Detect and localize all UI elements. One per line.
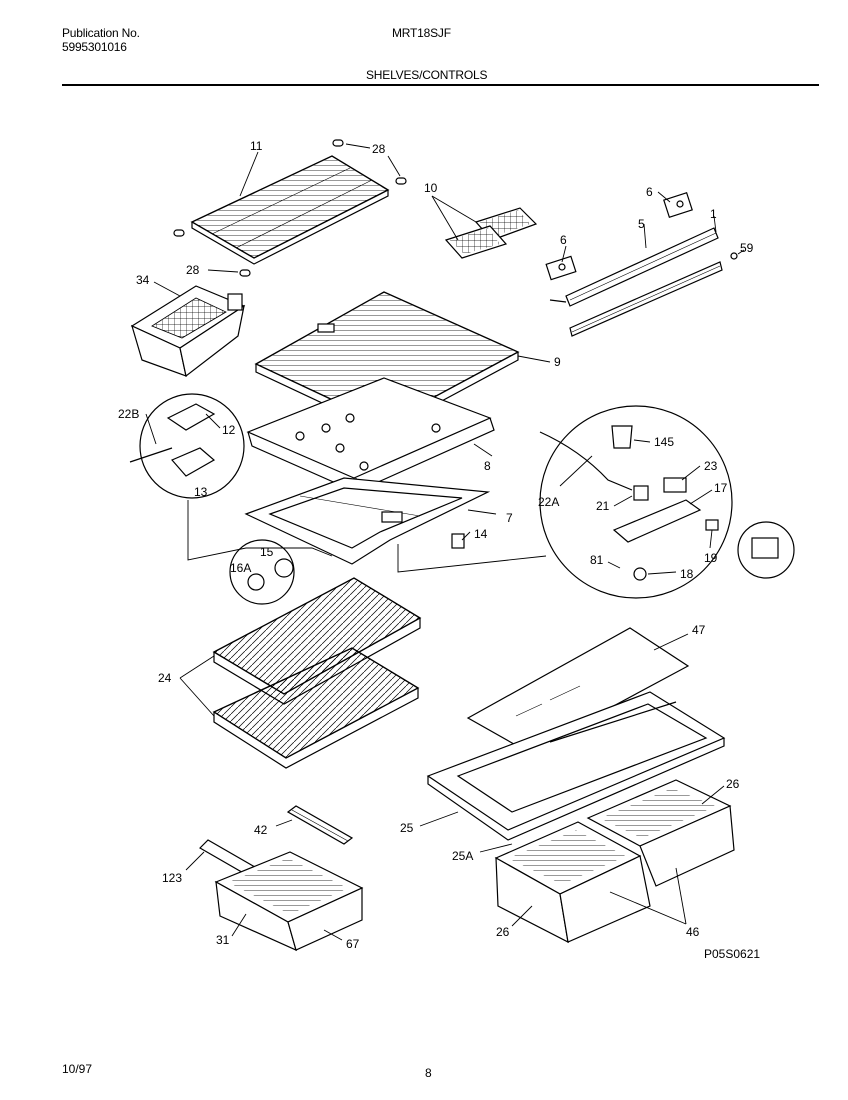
callout-22B: 22B [118, 407, 139, 421]
callout-26: 26 [726, 777, 740, 791]
callout-23: 23 [704, 459, 718, 473]
callout-47: 47 [692, 623, 706, 637]
callout-67: 67 [346, 937, 360, 951]
callout-42: 42 [254, 823, 268, 837]
crisper-glass-cover [466, 627, 690, 753]
publication-number: 5995301016 [62, 40, 127, 54]
callout-24: 24 [158, 671, 172, 685]
model-number: MRT18SJF [392, 26, 451, 40]
callout-28: 28 [372, 142, 386, 156]
callout-12: 12 [222, 423, 236, 437]
callout-25: 25 [400, 821, 414, 835]
callout-11: 11 [250, 139, 263, 153]
callout-17: 17 [714, 481, 728, 495]
divider-plate [246, 377, 495, 501]
section-title: SHELVES/CONTROLS [366, 68, 488, 82]
callout-7: 7 [506, 511, 513, 525]
publication-label: Publication No. [62, 26, 140, 40]
callout-19: 19 [704, 551, 718, 565]
figure-code: P05S0621 [704, 947, 760, 961]
detail-circle-switch [737, 521, 795, 579]
callout-15: 15 [260, 545, 274, 559]
crisper-drawers [494, 779, 735, 944]
callout-18: 18 [680, 567, 694, 581]
callout-22A: 22A [538, 495, 559, 509]
detail-circle-damper [129, 393, 245, 499]
callout-59: 59 [740, 241, 754, 255]
detail-circle-knob [229, 539, 295, 605]
callout-28: 28 [186, 263, 200, 277]
detail-circle-controls [539, 405, 733, 599]
callout-145: 145 [654, 435, 674, 449]
crisper-frame [426, 691, 726, 841]
ice-trays [444, 207, 538, 259]
ice-bucket [130, 285, 246, 378]
shelf-clips [173, 139, 407, 277]
callout-13: 13 [194, 485, 208, 499]
callout-labels: 11 28 28 10 6 6 5 1 59 34 9 22B 12 13 8 … [118, 139, 760, 961]
control-rail [549, 227, 738, 337]
callout-6: 6 [646, 185, 653, 199]
freezer-wire-shelf [190, 155, 390, 265]
callout-5: 5 [638, 217, 645, 231]
callout-123: 123 [162, 871, 182, 885]
meat-keeper [199, 805, 364, 952]
header-rule [62, 84, 819, 86]
callout-25A: 25A [452, 849, 473, 863]
callout-34: 34 [136, 273, 150, 287]
callout-26: 26 [496, 925, 510, 939]
control-brackets [545, 191, 693, 281]
callout-8: 8 [484, 459, 491, 473]
footer-date: 10/97 [62, 1062, 93, 1076]
callout-31: 31 [216, 933, 230, 947]
page-number: 8 [425, 1066, 432, 1080]
callout-1: 1 [710, 207, 717, 221]
callout-81: 81 [590, 553, 604, 567]
callout-6: 6 [560, 233, 567, 247]
callout-14: 14 [474, 527, 488, 541]
glass-shelves [212, 577, 422, 769]
callout-46: 46 [686, 925, 700, 939]
callout-21: 21 [596, 499, 610, 513]
callout-16A: 16A [230, 561, 251, 575]
shelf-frame [244, 477, 491, 565]
callout-10: 10 [424, 181, 438, 195]
callout-9: 9 [554, 355, 561, 369]
leader-lines [145, 143, 745, 941]
